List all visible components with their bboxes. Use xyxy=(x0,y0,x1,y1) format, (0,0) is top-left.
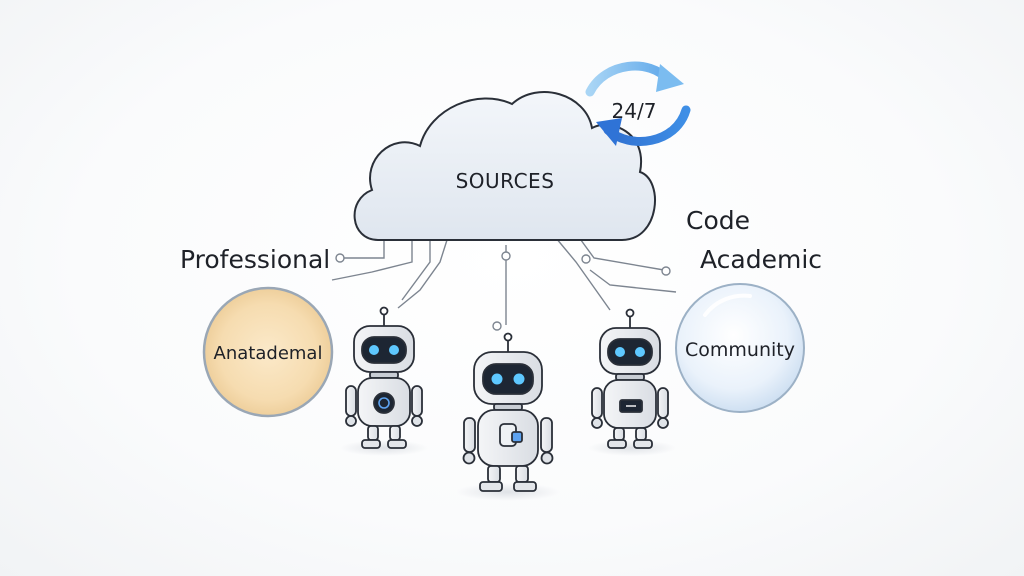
connector-lines xyxy=(331,235,677,331)
bubble-left-label: Anatademal xyxy=(214,343,323,364)
connector-dot xyxy=(661,266,671,276)
cloud-shape xyxy=(353,91,656,241)
bubble-community: Community xyxy=(675,283,805,413)
badge-label: 24/7 xyxy=(612,99,657,123)
connector-dot xyxy=(492,321,502,331)
connector-dot xyxy=(581,254,591,264)
connector-line xyxy=(555,237,611,311)
refresh-24-7-icon: 24/7 xyxy=(585,61,691,146)
connector-line xyxy=(331,238,413,281)
robot-right xyxy=(588,308,676,456)
bubble-right-label: Community xyxy=(685,339,795,361)
label-academic: Academic xyxy=(700,245,822,274)
connector-line xyxy=(401,238,431,301)
sources-cloud: SOURCES xyxy=(353,91,656,241)
connector-line xyxy=(342,240,385,259)
connector-dot xyxy=(501,251,511,261)
robot-center xyxy=(456,332,560,501)
arrow-top-head xyxy=(656,64,684,92)
bubble-anatademal: Anatademal xyxy=(202,286,334,418)
label-professional: Professional xyxy=(180,245,330,274)
label-code: Code xyxy=(686,206,750,235)
connector-line xyxy=(397,239,448,309)
connector-dot xyxy=(335,253,345,263)
connector-line xyxy=(589,269,677,293)
connector-line xyxy=(577,235,665,271)
robot-left xyxy=(340,306,428,456)
arrow-top xyxy=(585,61,673,97)
arrow-bottom-head xyxy=(596,118,622,146)
cloud-label: SOURCES xyxy=(456,169,555,193)
